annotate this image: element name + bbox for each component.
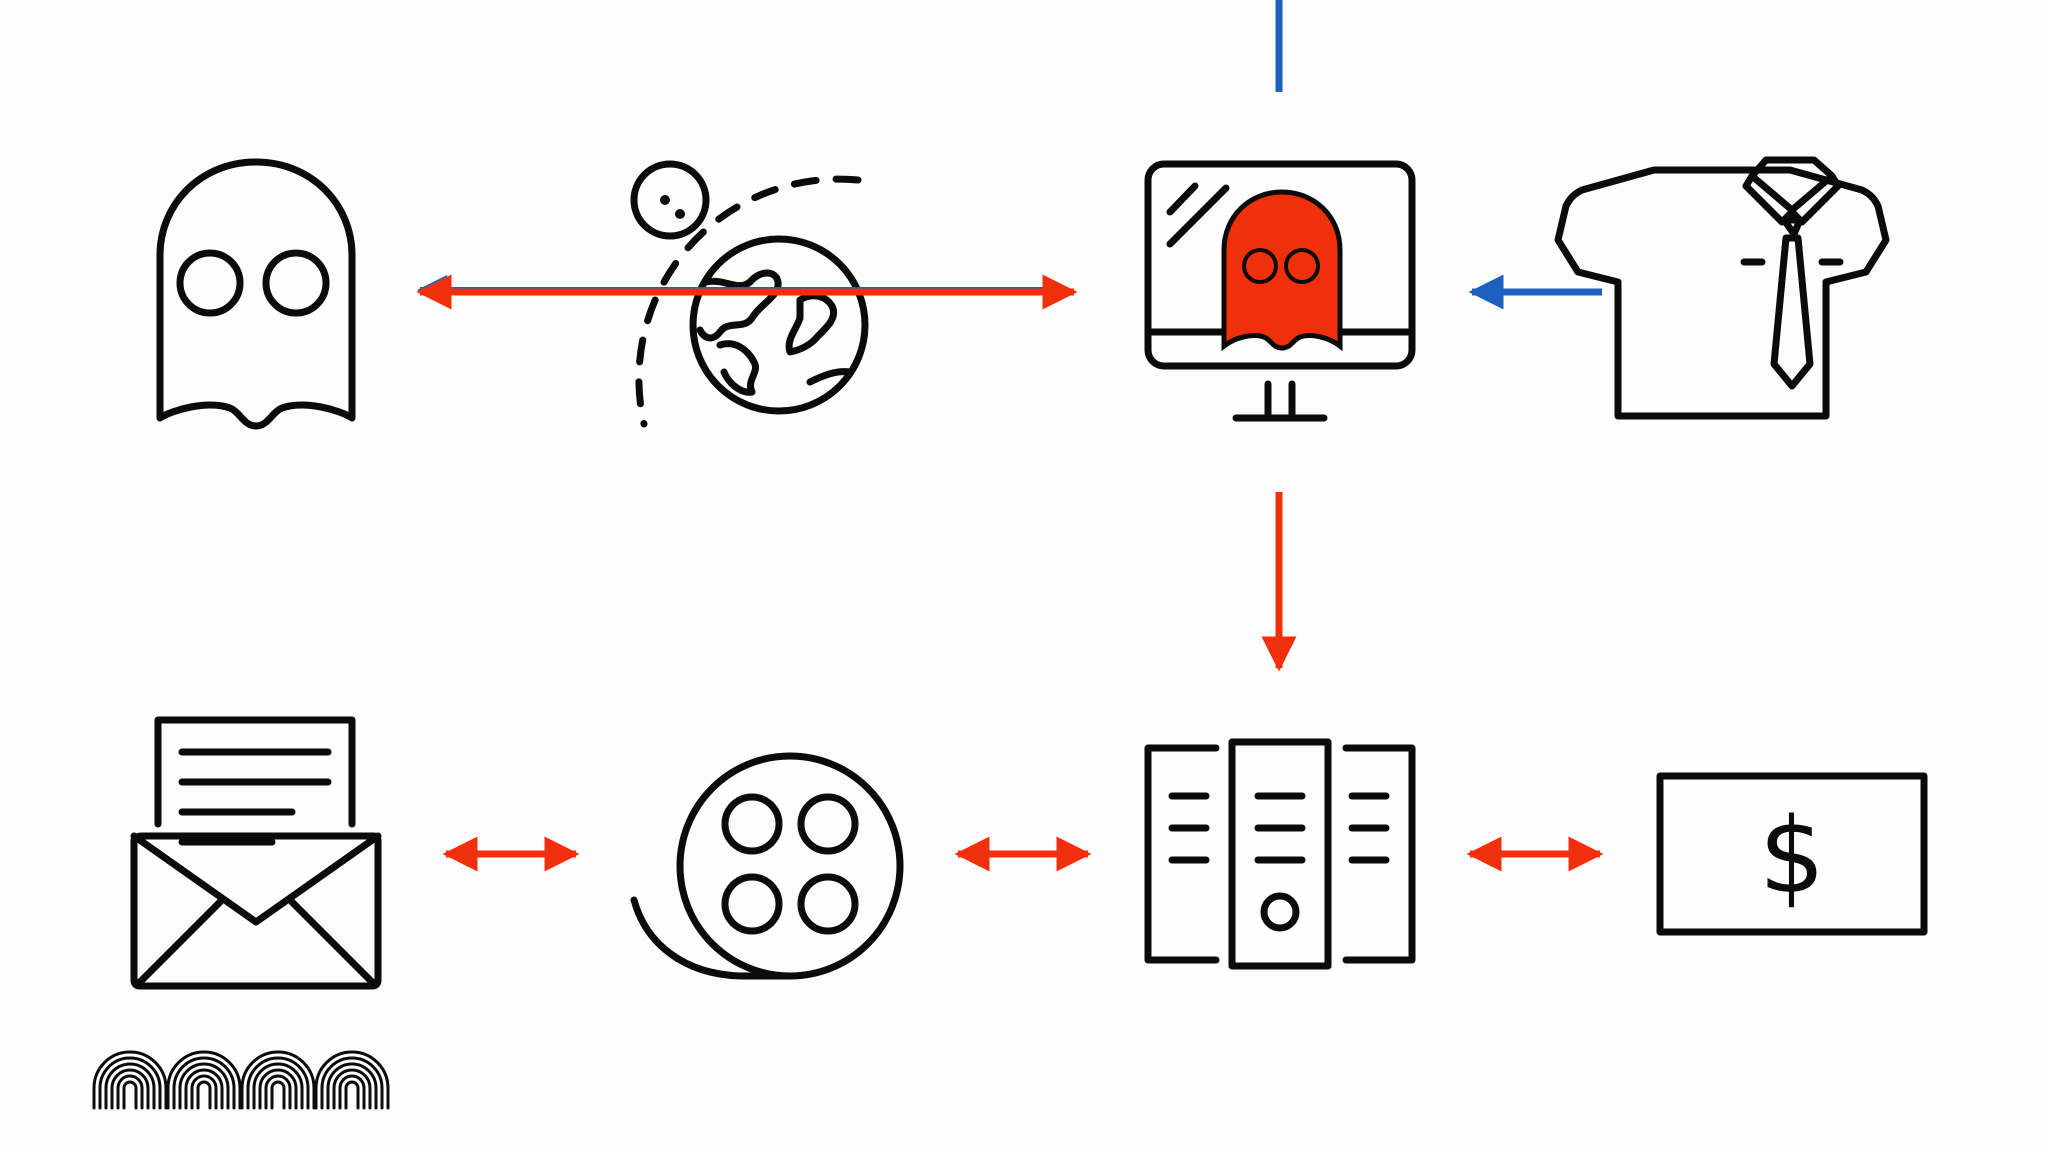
monitor-with-ghost-icon bbox=[1144, 160, 1416, 422]
red-ghost bbox=[1221, 189, 1343, 352]
shirt-tie-icon bbox=[1554, 156, 1890, 420]
dollar-sign: $ bbox=[1759, 795, 1825, 917]
dollar-bill-icon: $ bbox=[1656, 772, 1928, 936]
fingerprints-icon bbox=[92, 1050, 390, 1110]
arrows bbox=[416, 274, 1604, 872]
envelope-letter-icon bbox=[130, 716, 382, 990]
server-rack-icon bbox=[1144, 738, 1416, 970]
ghost-icon bbox=[156, 158, 356, 430]
film-reel-icon bbox=[630, 752, 904, 980]
